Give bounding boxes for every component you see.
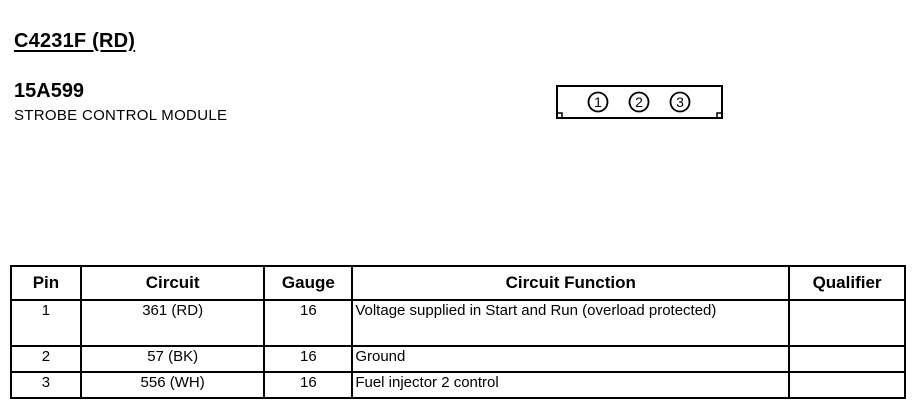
cell-pin: 2 <box>10 345 82 373</box>
table-row: 1 361 (RD) 16 Voltage supplied in Start … <box>10 299 906 347</box>
cell-function: Fuel injector 2 control <box>351 371 791 399</box>
pin-circle <box>628 91 650 113</box>
table-header-row: Pin Circuit Gauge Circuit Function Quali… <box>10 265 906 301</box>
cell-function: Ground <box>351 345 791 373</box>
pin-number: 1 <box>594 94 602 110</box>
cell-gauge: 16 <box>263 345 354 373</box>
cell-qualifier <box>788 371 906 399</box>
connector-pin-1: 1 <box>587 91 609 113</box>
connector-pin-3: 3 <box>669 91 691 113</box>
header-pin: Pin <box>10 265 82 301</box>
cell-gauge: 16 <box>263 299 354 347</box>
connector-pin-2: 2 <box>628 91 650 113</box>
cell-circuit: 556 (WH) <box>79 371 266 399</box>
connector-latch-right <box>716 112 723 119</box>
header-gauge: Gauge <box>263 265 354 301</box>
part-description: STROBE CONTROL MODULE <box>14 107 228 124</box>
connector-id-title: C4231F (RD) <box>14 30 136 52</box>
header-circuit-function: Circuit Function <box>351 265 791 301</box>
pin-circle <box>587 91 609 113</box>
cell-qualifier <box>788 299 906 347</box>
table-row: 3 556 (WH) 16 Fuel injector 2 control <box>10 371 906 399</box>
header-circuit: Circuit <box>79 265 266 301</box>
cell-circuit: 57 (BK) <box>79 345 266 373</box>
cell-gauge: 16 <box>263 371 354 399</box>
cell-circuit: 361 (RD) <box>79 299 266 347</box>
table-row: 2 57 (BK) 16 Ground <box>10 345 906 373</box>
cell-qualifier <box>788 345 906 373</box>
connector-latch-left <box>556 112 563 119</box>
cell-pin: 3 <box>10 371 82 399</box>
pin-number: 2 <box>635 94 643 110</box>
connector-outline <box>556 85 723 119</box>
pin-circle <box>669 91 691 113</box>
pinout-table: Pin Circuit Gauge Circuit Function Quali… <box>10 265 906 399</box>
pin-number: 3 <box>676 94 684 110</box>
cell-function: Voltage supplied in Start and Run (overl… <box>351 299 791 347</box>
cell-pin: 1 <box>10 299 82 347</box>
part-number: 15A599 <box>14 80 85 102</box>
header-qualifier: Qualifier <box>788 265 906 301</box>
connector-face-diagram: 1 2 3 <box>556 85 723 119</box>
